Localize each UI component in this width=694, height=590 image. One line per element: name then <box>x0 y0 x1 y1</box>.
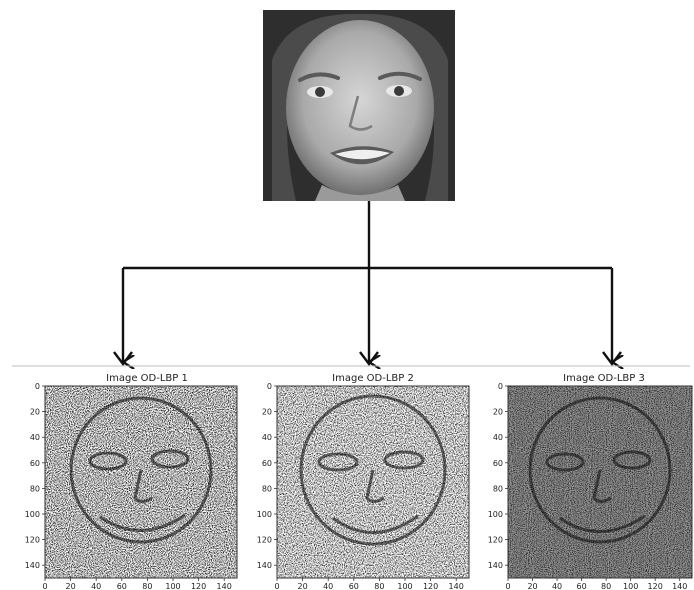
x-tick-label: 80 <box>601 582 611 590</box>
y-tick-label: 120 <box>488 536 503 545</box>
arrow-heads <box>114 352 621 364</box>
lbp-panel-1: Image OD-LBP 1 0 20 40 60 80 100 120 140 0 20 40 6… <box>25 373 237 590</box>
x-tick-label: 0 <box>505 582 510 590</box>
x-tick-label: 100 <box>165 582 180 590</box>
x-axis-ticks: 0 20 40 60 80 100 120 140 <box>42 578 231 590</box>
y-tick-label: 0 <box>35 382 40 391</box>
x-tick-label: 120 <box>191 582 206 590</box>
x-axis-ticks: 0 20 40 60 80 100 120 140 <box>274 578 463 590</box>
panel-title: Image OD-LBP 1 <box>106 373 188 384</box>
y-tick-label: 20 <box>493 408 503 417</box>
lbp-panel-3: Image OD-LBP 3 0 20 40 60 80 100 120 140 0 20 40 6… <box>488 373 692 590</box>
flow-connectors <box>123 201 612 362</box>
x-tick-label: 140 <box>672 582 687 590</box>
y-tick-label: 100 <box>25 510 40 519</box>
x-tick-label: 60 <box>117 582 127 590</box>
y-tick-label: 100 <box>257 510 272 519</box>
source-photo <box>263 10 455 201</box>
x-tick-label: 100 <box>397 582 412 590</box>
x-tick-label: 80 <box>142 582 152 590</box>
y-tick-label: 80 <box>30 484 40 493</box>
y-axis-ticks: 0 20 40 60 80 100 120 140 <box>25 382 45 570</box>
panel-title: Image OD-LBP 3 <box>563 373 645 384</box>
y-tick-label: 80 <box>262 484 272 493</box>
x-tick-label: 20 <box>66 582 76 590</box>
x-tick-label: 120 <box>648 582 663 590</box>
x-tick-label: 0 <box>42 582 47 590</box>
lbp-panel-2: Image OD-LBP 2 0 20 40 60 80 100 120 140 0 20 40 6… <box>257 373 469 590</box>
x-tick-label: 40 <box>91 582 101 590</box>
x-tick-label: 60 <box>577 582 587 590</box>
panel-title: Image OD-LBP 2 <box>332 373 414 384</box>
y-tick-label: 140 <box>25 561 40 570</box>
y-tick-label: 20 <box>30 408 40 417</box>
y-tick-label: 40 <box>262 433 272 442</box>
y-tick-label: 80 <box>493 484 503 493</box>
x-tick-label: 20 <box>298 582 308 590</box>
y-tick-label: 40 <box>493 433 503 442</box>
y-tick-label: 40 <box>30 433 40 442</box>
x-tick-label: 60 <box>349 582 359 590</box>
x-tick-label: 40 <box>552 582 562 590</box>
y-tick-label: 140 <box>488 561 503 570</box>
y-tick-label: 0 <box>498 382 503 391</box>
y-tick-label: 120 <box>257 536 272 545</box>
y-tick-label: 120 <box>25 536 40 545</box>
x-tick-label: 80 <box>374 582 384 590</box>
x-axis-ticks: 0 20 40 60 80 100 120 140 <box>505 578 687 590</box>
x-tick-label: 140 <box>449 582 464 590</box>
x-tick-label: 0 <box>274 582 279 590</box>
y-tick-label: 60 <box>493 459 503 468</box>
y-tick-label: 140 <box>257 561 272 570</box>
y-tick-label: 20 <box>262 408 272 417</box>
y-tick-label: 0 <box>267 382 272 391</box>
x-tick-label: 120 <box>423 582 438 590</box>
y-tick-label: 100 <box>488 510 503 519</box>
x-tick-label: 100 <box>623 582 638 590</box>
y-axis-ticks: 0 20 40 60 80 100 120 140 <box>257 382 277 570</box>
x-tick-label: 40 <box>323 582 333 590</box>
y-tick-label: 60 <box>262 459 272 468</box>
x-tick-label: 140 <box>217 582 232 590</box>
y-axis-ticks: 0 20 40 60 80 100 120 140 <box>488 382 508 570</box>
y-tick-label: 60 <box>30 459 40 468</box>
x-tick-label: 20 <box>527 582 537 590</box>
